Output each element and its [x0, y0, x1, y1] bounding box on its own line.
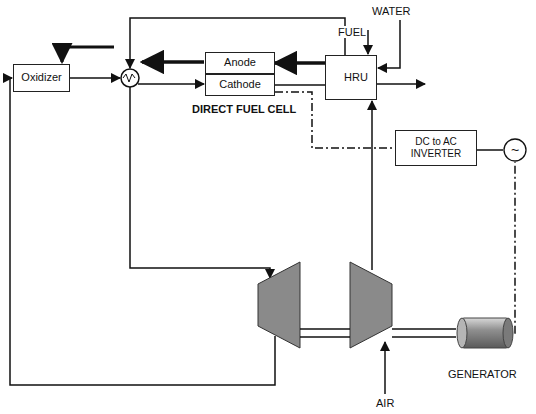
- inverter-box: DC to AC INVERTER: [395, 130, 477, 166]
- ac-source-circle: ~: [503, 138, 527, 162]
- fuel-line: [367, 30, 369, 54]
- flow-connector: [275, 84, 325, 86]
- heat-exchanger: [121, 69, 139, 87]
- flow-connector: [477, 149, 503, 151]
- node-text: HRU: [344, 71, 368, 84]
- generator: GENERATOR: [448, 316, 517, 381]
- hru-box: HRU: [325, 55, 377, 100]
- node-text: Anode: [224, 56, 256, 69]
- air-line: [384, 342, 386, 394]
- water-label: WATER: [372, 5, 411, 17]
- flow-connector: [275, 61, 325, 65]
- electrical-link: [275, 92, 395, 148]
- turbine: [258, 262, 300, 348]
- flow-line: [10, 78, 275, 385]
- node-text: GENERATOR: [448, 368, 517, 381]
- oxidizer-box: Oxidizer: [13, 64, 70, 92]
- flow-line: [70, 77, 120, 79]
- cathode-box: Cathode: [205, 74, 275, 96]
- air-line: [371, 101, 373, 270]
- exchanger-symbol: [123, 74, 135, 82]
- anode-exhaust: [142, 60, 204, 64]
- anode-box: Anode: [205, 52, 275, 74]
- air-label: AIR: [376, 397, 394, 409]
- flow-line: [130, 87, 270, 278]
- generator-cylinder: [456, 316, 514, 350]
- anode-gas-line: [62, 47, 114, 62]
- assembly-label: DIRECT FUEL CELL: [192, 103, 296, 115]
- fuel-label: FUEL: [338, 26, 366, 38]
- compressor: [350, 262, 392, 348]
- node-text: ~: [511, 142, 519, 159]
- node-text: Cathode: [219, 78, 261, 91]
- node-text: Oxidizer: [21, 71, 61, 84]
- flow-line: [138, 83, 204, 85]
- water-line: [378, 20, 400, 68]
- node-text: DC to AC INVERTER: [400, 136, 472, 160]
- exhaust-line: [377, 83, 425, 85]
- electrical-link: [514, 162, 516, 333]
